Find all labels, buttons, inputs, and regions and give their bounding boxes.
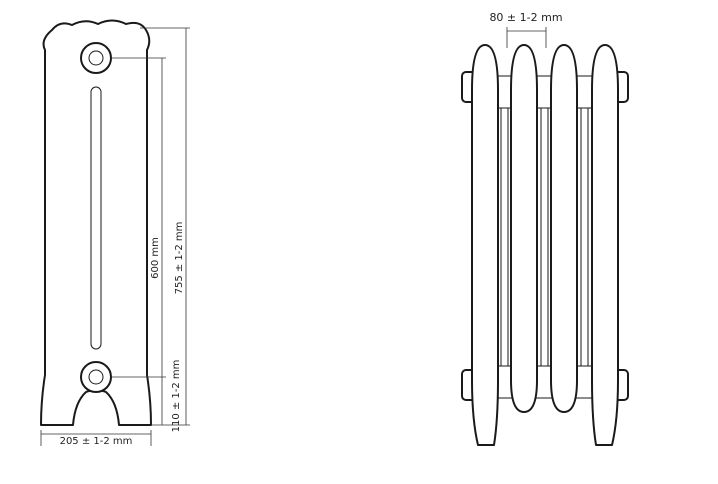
side-view <box>40 19 152 426</box>
section-spacing-label: 80 ± 1-2 mm <box>489 11 562 24</box>
lower-hub <box>80 361 112 393</box>
section-4 <box>591 44 619 446</box>
upper-hub-bore <box>88 50 104 66</box>
front-view <box>461 44 629 446</box>
section-2 <box>510 44 538 413</box>
side-view-body <box>40 19 152 426</box>
section-dimension <box>506 27 547 48</box>
upper-hub <box>80 42 112 74</box>
side-dimensions <box>40 27 190 446</box>
section-3 <box>550 44 578 413</box>
central-rib <box>90 86 102 350</box>
width-dimension-label: 205 ± 1-2 mm <box>60 436 133 447</box>
foot-dimension-label: 110 ± 1-2 mm <box>171 360 182 433</box>
section-1 <box>471 44 499 446</box>
height-dimension-label: 755 ± 1-2 mm <box>174 222 185 295</box>
lower-hub-bore <box>88 369 104 385</box>
axis-dimension-label: 600 mm <box>150 237 161 279</box>
